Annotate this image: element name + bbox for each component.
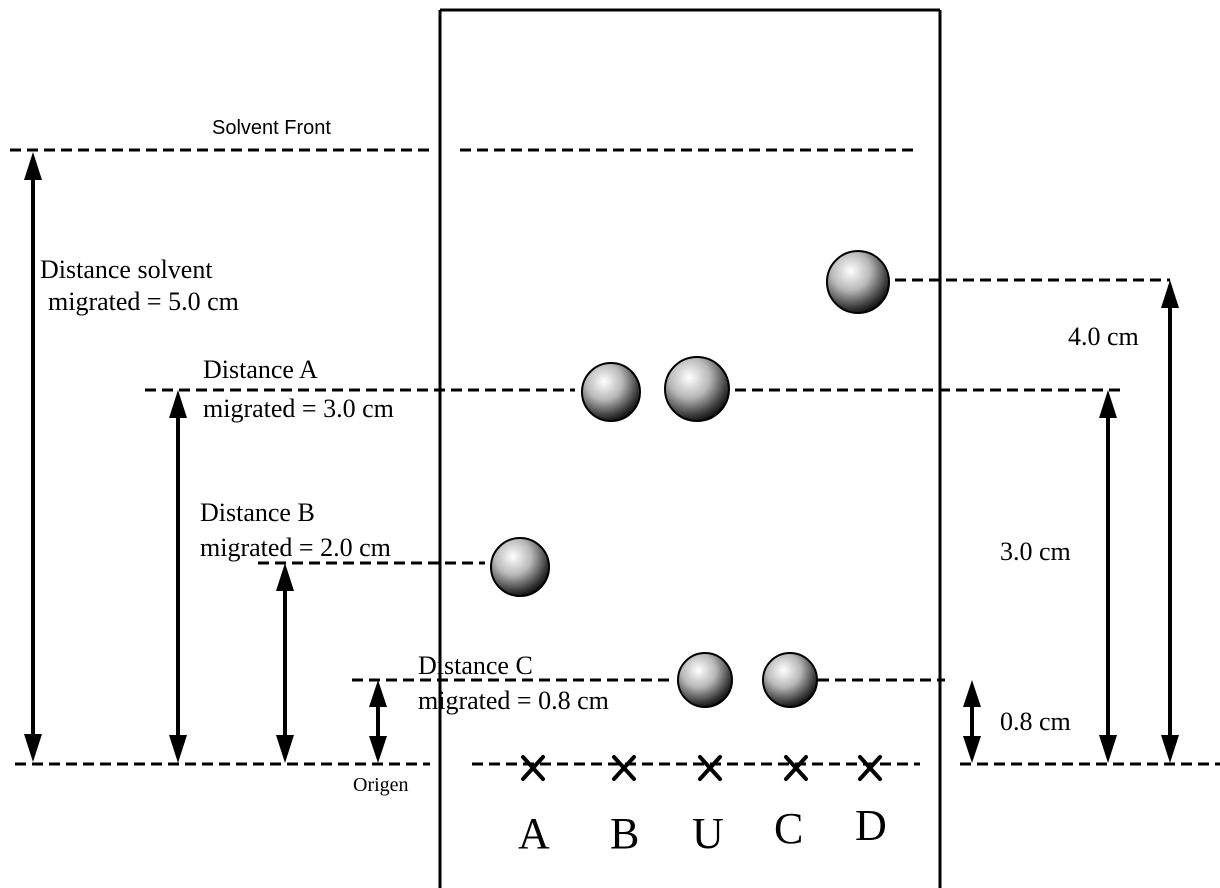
lane-label-b: B: [610, 809, 639, 858]
spot-u-lower: [677, 652, 733, 708]
distance-c-arrow: [369, 680, 387, 763]
cross-mark-b: [612, 755, 636, 781]
spot-c: [762, 652, 818, 708]
distance-b-label-line1: Distance B: [200, 498, 315, 527]
distance-c-label-line2: migrated = 0.8 cm: [418, 686, 609, 715]
cross-mark-a: [521, 755, 545, 781]
lane-label-a: A: [518, 809, 550, 858]
tlc-plate: [438, 8, 942, 888]
spot-d: [826, 250, 890, 314]
distance-c-right-arrow: [963, 680, 981, 763]
distance-a-arrow: [169, 390, 187, 763]
distance-a-right-label: 3.0 cm: [1000, 537, 1071, 566]
distance-c-label-line1: Distance C: [418, 651, 533, 680]
spots: [490, 250, 890, 708]
distance-a-right-arrow: [1099, 390, 1117, 763]
cross-mark-u: [698, 755, 722, 781]
spot-u-upper: [664, 356, 730, 422]
distance-d-right-arrow: [1161, 280, 1179, 763]
lane-label-u: U: [692, 809, 724, 858]
solvent-front-label: Solvent Front: [212, 117, 331, 139]
distance-b-arrow: [276, 563, 294, 763]
spot-a: [581, 362, 641, 422]
distance-a-label-line2: migrated = 3.0 cm: [203, 394, 394, 423]
distance-a-label-line1: Distance A: [203, 355, 318, 384]
spot-b: [490, 537, 550, 597]
distance-b-label-line2: migrated = 2.0 cm: [200, 533, 391, 562]
solvent-distance-label-line1: Distance solvent: [40, 255, 213, 284]
lane-label-c: C: [774, 804, 803, 853]
solvent-distance-arrow: [24, 152, 42, 762]
distance-d-right-label: 4.0 cm: [1068, 322, 1139, 351]
cross-mark-c: [784, 755, 808, 781]
cross-mark-d: [858, 755, 882, 781]
lane-label-d: D: [855, 801, 887, 850]
application-marks: [521, 755, 882, 781]
distance-c-right-label: 0.8 cm: [1000, 707, 1071, 736]
origin-label: Origen: [353, 774, 409, 796]
solvent-distance-label-line2: migrated = 5.0 cm: [48, 287, 239, 316]
